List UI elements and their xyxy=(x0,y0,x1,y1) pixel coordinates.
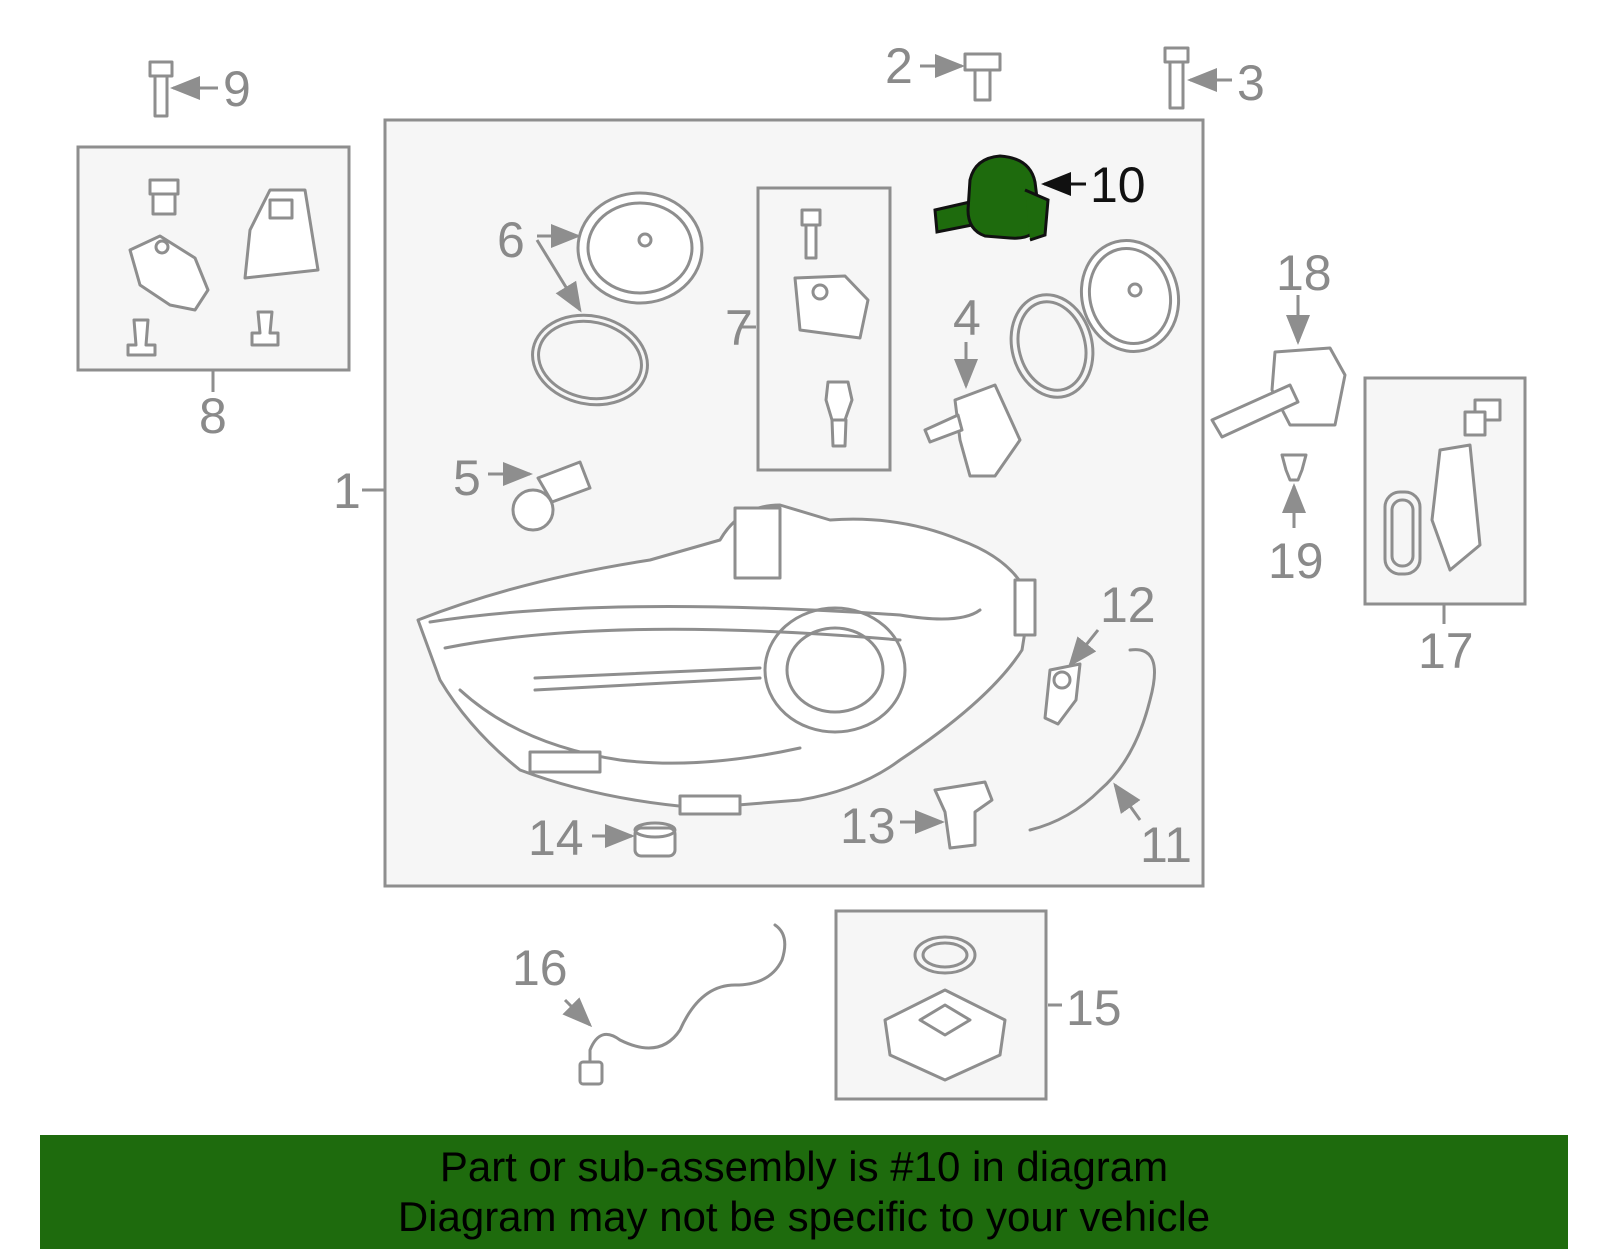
headlamp-body xyxy=(416,503,1037,816)
harness-11 xyxy=(1028,648,1156,832)
callout-1: 1 xyxy=(333,463,361,519)
screw-3 xyxy=(1163,46,1190,110)
clip-19 xyxy=(1280,453,1308,482)
callout-11: 11 xyxy=(1140,817,1192,873)
callout-19: 19 xyxy=(1268,533,1324,589)
repair-kit-parts xyxy=(793,208,870,448)
control-module-parts xyxy=(883,935,1007,1082)
callout-7: 7 xyxy=(725,300,753,356)
callout-2: 2 xyxy=(885,38,913,94)
callout-6: 6 xyxy=(497,212,525,268)
cap-6 xyxy=(531,191,704,407)
cable-16 xyxy=(588,923,787,1072)
callout-17: 17 xyxy=(1418,623,1474,679)
bulb-10-highlighted xyxy=(933,154,1050,242)
parts-diagram: 1 8 9 2 3 10 xyxy=(76,38,1527,1101)
callout-14: 14 xyxy=(528,810,584,866)
ballast-kit-parts xyxy=(1383,398,1502,576)
callout-16: 16 xyxy=(512,940,568,996)
clip-13 xyxy=(933,780,994,850)
screw-9 xyxy=(148,60,174,118)
callout-3: 3 xyxy=(1237,55,1265,111)
bulb-5 xyxy=(511,460,592,532)
callout-9: 9 xyxy=(223,61,251,117)
callout-8: 8 xyxy=(199,388,227,444)
bracket-kit-parts xyxy=(126,178,320,357)
callout-12: 12 xyxy=(1100,577,1156,633)
callout-18: 18 xyxy=(1276,245,1332,301)
callout-10: 10 xyxy=(1090,157,1146,213)
screw-2 xyxy=(963,52,1002,102)
notice-banner: Part or sub-assembly is #10 in diagram D… xyxy=(40,1135,1568,1249)
callout-13: 13 xyxy=(840,798,896,854)
callout-5: 5 xyxy=(453,450,481,506)
motor-4 xyxy=(923,383,1022,478)
xenon-bulb-18 xyxy=(1210,346,1347,439)
notice-line-1: Part or sub-assembly is #10 in diagram xyxy=(439,1143,1169,1190)
seals-right xyxy=(1009,238,1181,399)
callout-15: 15 xyxy=(1066,980,1122,1036)
grommet-14 xyxy=(633,821,677,858)
callout-4: 4 xyxy=(953,290,981,346)
notice-line-2: Diagram may not be specific to your vehi… xyxy=(397,1193,1211,1240)
